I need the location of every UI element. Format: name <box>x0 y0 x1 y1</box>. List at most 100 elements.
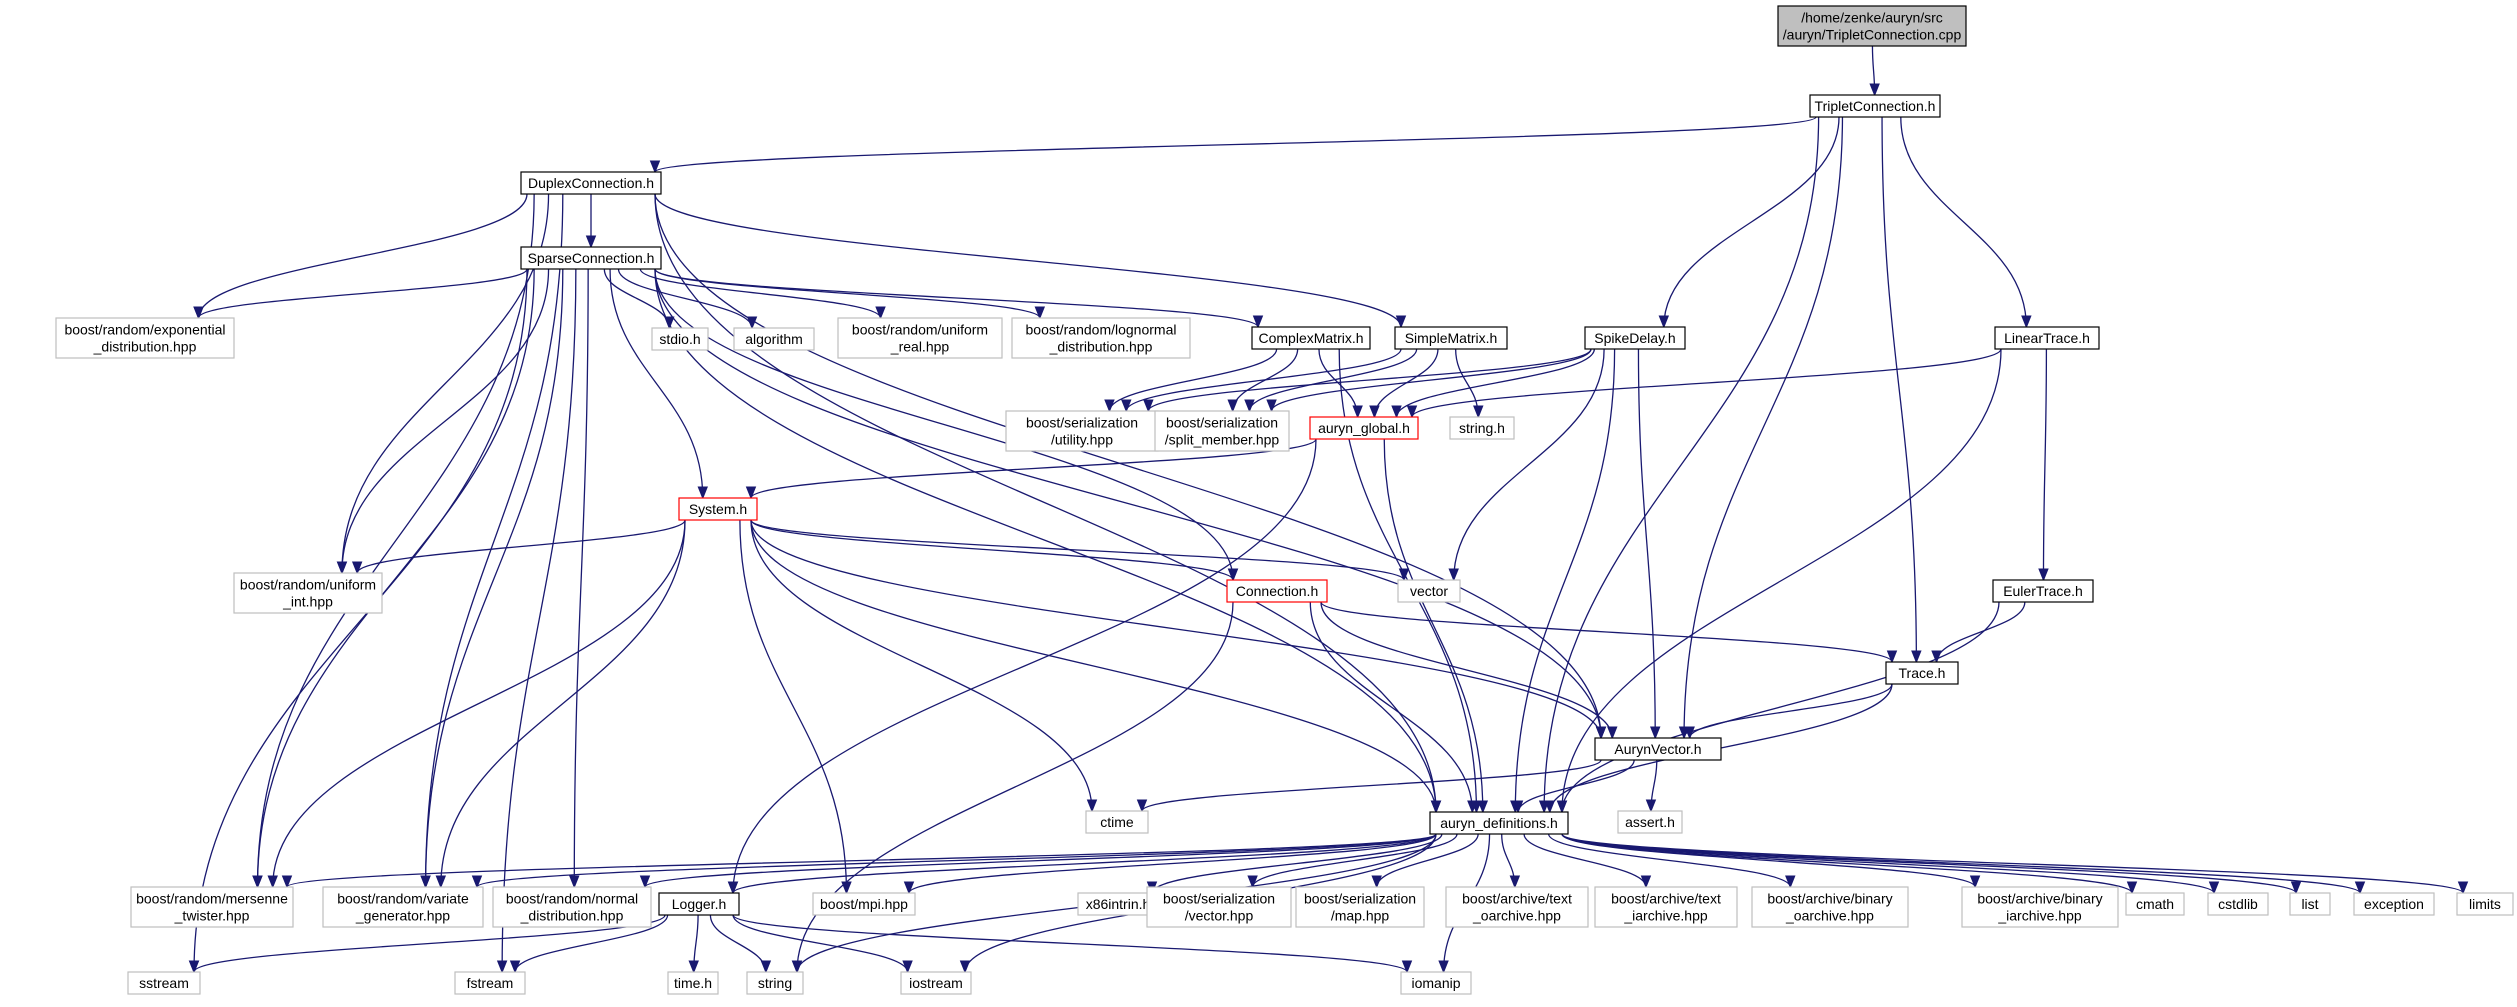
edge-sparse-to-normaldist <box>574 268 589 887</box>
edge-system-to-ctime <box>750 519 1092 811</box>
node-label: string <box>758 975 792 991</box>
node-algorithm[interactable]: algorithm <box>733 327 815 351</box>
node-box <box>1397 579 1461 603</box>
edge-defs-to-exception <box>1561 833 2360 894</box>
node-ctime[interactable]: ctime <box>1085 810 1149 834</box>
edge-triplet-to-spikedelay <box>1664 116 1840 327</box>
node-label: /split_member.hpp <box>1165 432 1280 448</box>
node-mersenne[interactable]: boost/random/mersenne_twister.hpp <box>130 886 294 928</box>
node-uniint[interactable]: boost/random/uniform_int.hpp <box>233 572 383 614</box>
edge-spikedelay-to-aurynvector <box>1637 348 1655 738</box>
node-label: auryn_global.h <box>1318 420 1410 436</box>
node-biarch[interactable]: boost/archive/binary_iarchive.hpp <box>1961 886 2119 928</box>
node-logger[interactable]: Logger.h <box>658 892 740 916</box>
node-toarch[interactable]: boost/archive/text_oarchive.hpp <box>1445 886 1589 928</box>
node-tripletcpp[interactable]: /home/zenke/auryn/src/auryn/TripletConne… <box>1777 5 1967 47</box>
node-label: DuplexConnection.h <box>528 175 654 191</box>
node-triplet[interactable]: TripletConnection.h <box>1809 94 1941 118</box>
node-box <box>1994 326 2100 350</box>
node-stdio[interactable]: stdio.h <box>651 327 709 351</box>
node-label: ctime <box>1100 814 1134 830</box>
edge-tripletcpp-to-triplet <box>1872 45 1874 95</box>
edge-lineartrace-to-defs <box>1562 348 2002 812</box>
node-eulertrace[interactable]: EulerTrace.h <box>1992 579 2094 603</box>
node-lognormal[interactable]: boost/random/lognormal_distribution.hpp <box>1011 317 1191 359</box>
node-cmath[interactable]: cmath <box>2125 892 2185 916</box>
edge-logger-to-string <box>709 914 765 973</box>
node-box <box>1777 5 1967 47</box>
node-boarch[interactable]: boost/archive/binary_oarchive.hpp <box>1751 886 1909 928</box>
edge-sparse-to-fstream <box>502 268 577 972</box>
node-system[interactable]: System.h <box>678 497 758 521</box>
node-sparse[interactable]: SparseConnection.h <box>520 246 662 270</box>
edge-defs-to-biarch <box>1561 833 1975 888</box>
node-trace[interactable]: Trace.h <box>1885 661 1959 685</box>
node-label: boost/archive/binary <box>1977 891 2102 907</box>
node-sermap[interactable]: boost/serialization/map.hpp <box>1295 886 1425 928</box>
edge-sparse-to-defs <box>654 268 1436 812</box>
node-label: cmath <box>2136 896 2174 912</box>
node-serutil[interactable]: boost/serialization/utility.hpp <box>1005 410 1159 452</box>
node-timeh[interactable]: time.h <box>667 971 719 995</box>
node-mpi[interactable]: boost/mpi.hpp <box>812 892 916 916</box>
node-box <box>1584 326 1686 350</box>
node-label: boost/archive/text <box>1462 891 1572 907</box>
node-duplex[interactable]: DuplexConnection.h <box>520 171 662 195</box>
node-list[interactable]: list <box>2289 892 2331 916</box>
node-iostream[interactable]: iostream <box>900 971 972 995</box>
node-expdist[interactable]: boost/random/exponential_distribution.hp… <box>55 317 235 359</box>
node-cstdlib[interactable]: cstdlib <box>2207 892 2269 916</box>
node-box <box>1154 410 1290 452</box>
node-fstream[interactable]: fstream <box>454 971 526 995</box>
node-box <box>678 497 758 521</box>
node-normaldist[interactable]: boost/random/normal_distribution.hpp <box>492 886 652 928</box>
node-spikedelay[interactable]: SpikeDelay.h <box>1584 326 1686 350</box>
node-box <box>130 886 294 928</box>
edge-defs-to-toarch <box>1501 833 1515 887</box>
node-limits[interactable]: limits <box>2456 892 2514 916</box>
edge-logger-to-fstream <box>515 914 669 973</box>
edge-defs-to-mpi <box>909 833 1437 894</box>
node-sstream[interactable]: sstream <box>127 971 201 995</box>
node-label: limits <box>2469 896 2501 912</box>
node-variate[interactable]: boost/random/variate_generator.hpp <box>322 886 484 928</box>
node-box <box>1429 811 1569 835</box>
edge-sparse-to-lognormal <box>654 268 1040 319</box>
edge-triplet-to-defs <box>1544 116 1820 812</box>
node-box <box>900 971 972 995</box>
node-vector[interactable]: vector <box>1397 579 1461 603</box>
node-servec[interactable]: boost/serialization/vector.hpp <box>1146 886 1292 928</box>
node-label: time.h <box>674 975 712 991</box>
node-connection[interactable]: Connection.h <box>1226 579 1328 603</box>
node-assert[interactable]: assert.h <box>1617 810 1683 834</box>
node-stringh[interactable]: string.h <box>1449 416 1515 440</box>
node-label: exception <box>2364 896 2424 912</box>
node-label: boost/serialization <box>1026 415 1138 431</box>
edge-sparse-to-expdist <box>199 268 528 319</box>
node-box <box>812 892 916 916</box>
node-unireal[interactable]: boost/random/uniform_real.hpp <box>837 317 1003 359</box>
node-label: auryn_definitions.h <box>1440 815 1558 831</box>
node-lineartrace[interactable]: LinearTrace.h <box>1994 326 2100 350</box>
node-box <box>454 971 526 995</box>
node-aurynvector[interactable]: AurynVector.h <box>1594 737 1722 761</box>
edge-sparse-to-aurynvector <box>654 268 1601 738</box>
node-label: /map.hpp <box>1331 908 1390 924</box>
node-x86[interactable]: x86intrin.h <box>1077 892 1159 916</box>
node-box <box>1400 971 1472 995</box>
node-sersplit[interactable]: boost/serialization/split_member.hpp <box>1154 410 1290 452</box>
node-box <box>837 317 1003 359</box>
node-defs[interactable]: auryn_definitions.h <box>1429 811 1569 835</box>
edge-defs-to-sermap <box>1377 833 1479 888</box>
node-label: EulerTrace.h <box>2003 583 2083 599</box>
node-simple[interactable]: SimpleMatrix.h <box>1394 326 1508 350</box>
node-label: boost/archive/text <box>1611 891 1721 907</box>
node-label: sstream <box>139 975 189 991</box>
node-tiarch[interactable]: boost/archive/text_iarchive.hpp <box>1594 886 1738 928</box>
node-string[interactable]: string <box>746 971 804 995</box>
node-label: stdio.h <box>659 331 700 347</box>
node-complex[interactable]: ComplexMatrix.h <box>1251 326 1371 350</box>
node-exception[interactable]: exception <box>2353 892 2435 916</box>
node-iomanip[interactable]: iomanip <box>1400 971 1472 995</box>
node-global[interactable]: auryn_global.h <box>1309 416 1419 440</box>
